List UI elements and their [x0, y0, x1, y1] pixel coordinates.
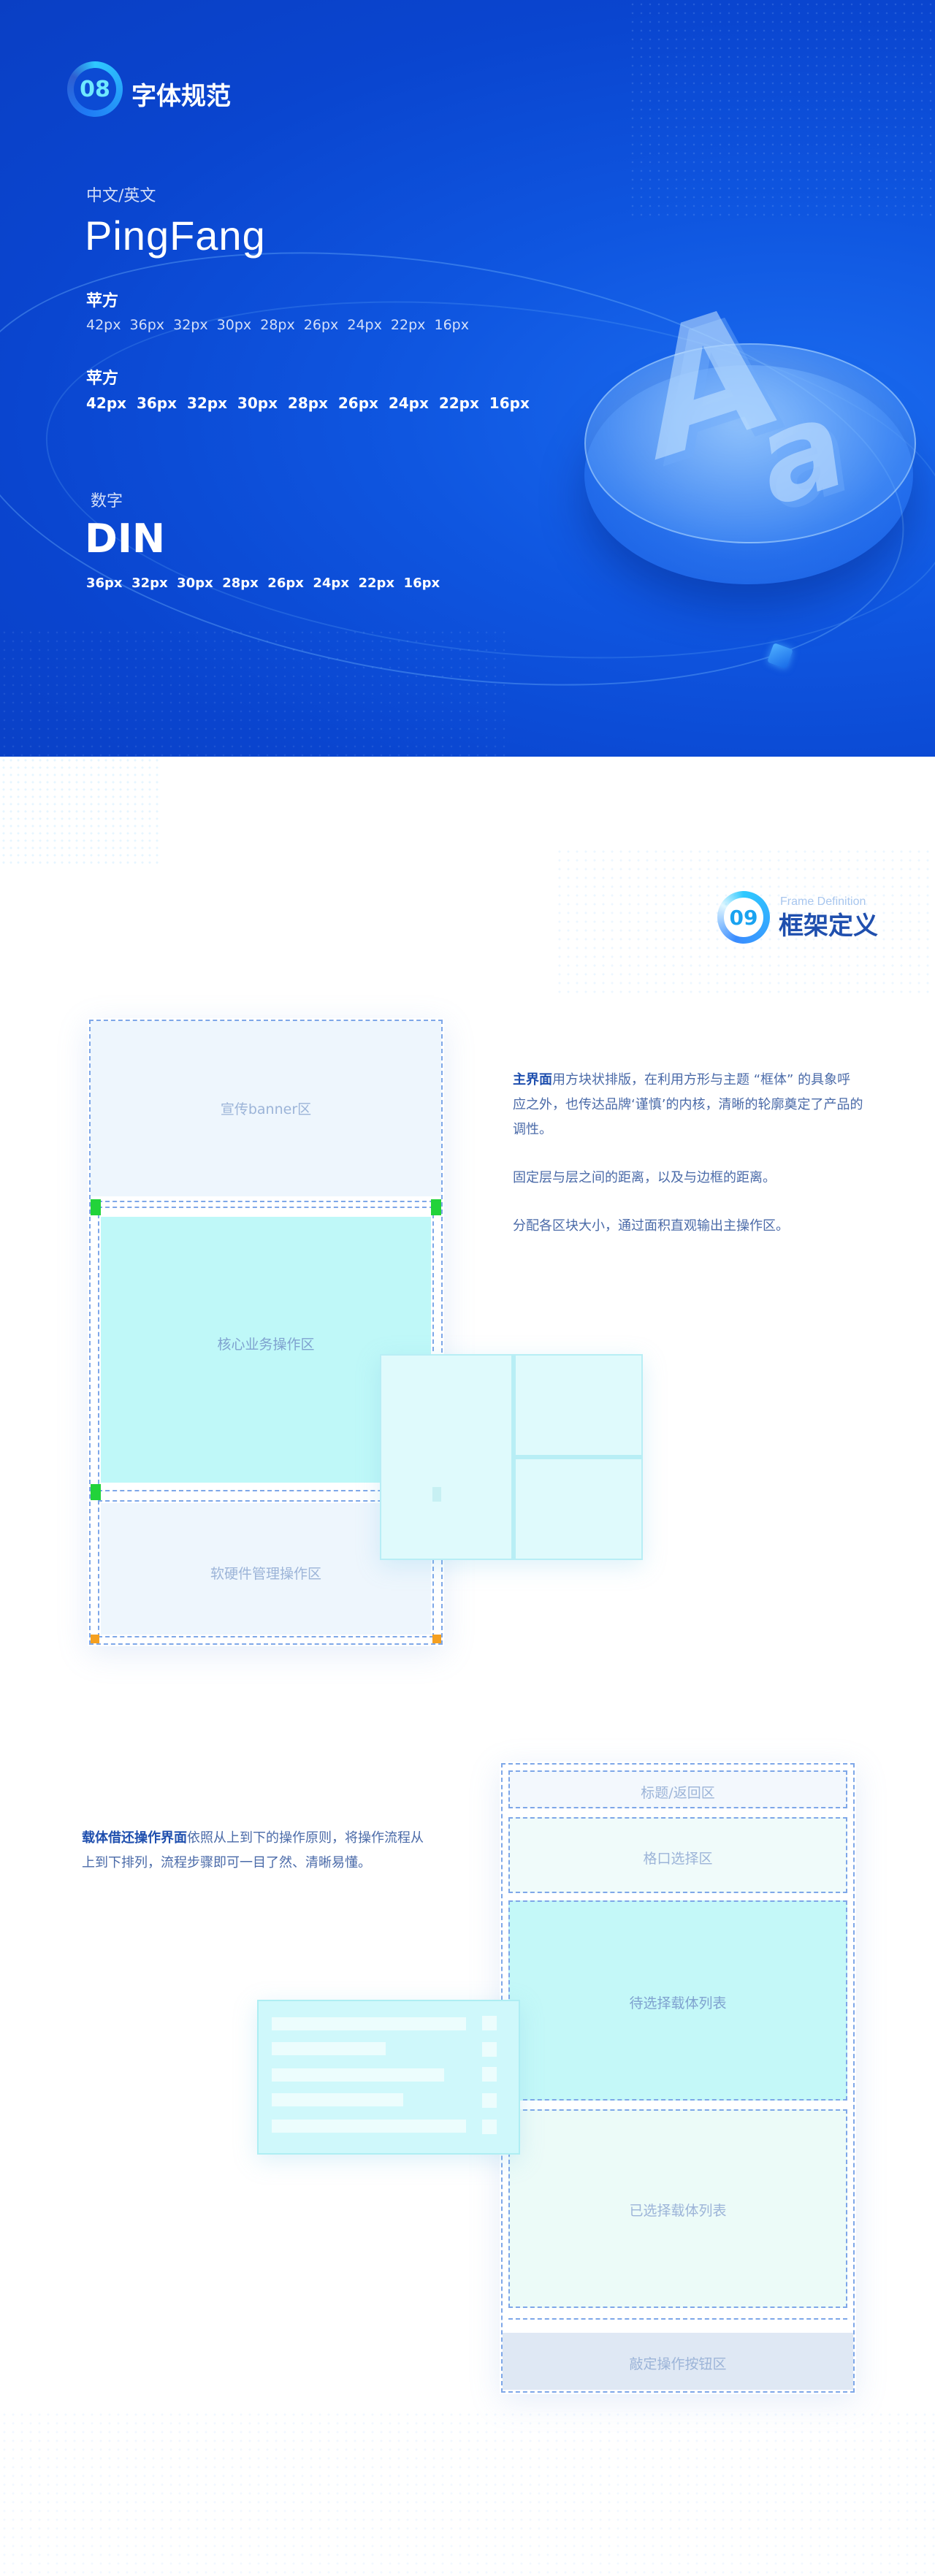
- tile-divider: [511, 1356, 516, 1559]
- checkbox-icon: [482, 2120, 497, 2134]
- hw-zone: [101, 1503, 431, 1635]
- main-frame-description: 主界面用方块状排版，在利用方形与主题 “框体” 的具象呼应之外，也传达品牌‘谨慎…: [513, 1068, 863, 1239]
- desc-paragraph: 固定层与层之间的距离，以及与边框的距离。: [513, 1170, 776, 1185]
- spacing-marker: [91, 1199, 101, 1215]
- dot-pattern: [0, 2410, 935, 2576]
- checkbox-icon: [482, 2067, 497, 2082]
- title-zone: [508, 1770, 847, 1808]
- frame-outline: [89, 1020, 443, 1645]
- digit-font-name: DIN: [85, 516, 166, 562]
- list-row-bar: [272, 2068, 444, 2082]
- pending-zone: [508, 1900, 847, 2101]
- pending-zone-label: 待选择载体列表: [629, 1995, 727, 2011]
- spacing-marker: [431, 1199, 441, 1215]
- checkbox-icon: [482, 2093, 497, 2108]
- font-name: PingFang: [85, 213, 266, 259]
- core-zone-outline: [98, 1207, 434, 1491]
- illustration-plate-top: [584, 343, 916, 543]
- divider: [508, 2318, 847, 2320]
- section-number: 08: [74, 68, 116, 110]
- core-zone-label: 核心业务操作区: [217, 1337, 315, 1353]
- desc-paragraph: 主界面用方块状排版，在利用方形与主题 “框体” 的具象呼应之外，也传达品牌‘谨慎…: [513, 1068, 863, 1142]
- list-row-bar: [272, 2017, 466, 2030]
- section-badge: 09: [717, 891, 770, 944]
- section-badge: 08: [67, 61, 123, 117]
- tile-layout-diagram: [380, 1354, 643, 1560]
- tile-divider: [516, 1455, 641, 1459]
- title-zone-label: 标题/返回区: [641, 1785, 715, 1801]
- section-number: 09: [724, 898, 763, 937]
- checkbox-icon: [482, 2042, 497, 2057]
- section-subtitle: Frame Definition: [780, 895, 866, 908]
- dot-pattern: [0, 757, 161, 866]
- dot-pattern: [0, 628, 511, 757]
- font-group-name: 苹方: [86, 370, 119, 388]
- banner-zone: [91, 1021, 441, 1196]
- desc-paragraph: 分配各区块大小，通过面积直观输出主操作区。: [513, 1218, 789, 1234]
- cn-en-label: 中文/英文: [86, 187, 156, 205]
- divider: [98, 1201, 434, 1202]
- tile-marker: [432, 1487, 441, 1502]
- slot-zone-label: 格口选择区: [643, 1851, 713, 1867]
- selected-zone-label: 已选择载体列表: [629, 2203, 727, 2219]
- corner-marker: [432, 1635, 441, 1643]
- checkbox-icon: [482, 2016, 497, 2030]
- core-zone: [101, 1217, 431, 1483]
- section-title: 字体规范: [131, 82, 231, 111]
- borrow-return-frame-diagram: 标题/返回区 格口选择区 待选择载体列表 已选择载体列表 敲定操作按钮区: [500, 1762, 856, 2394]
- font-sizes-list: 42px 36px 32px 30px 28px 26px 24px 22px …: [86, 394, 530, 412]
- list-card-diagram: [257, 2000, 520, 2155]
- hw-zone-label: 软硬件管理操作区: [210, 1566, 321, 1582]
- selected-zone: [508, 2109, 847, 2308]
- desc-keyword: 主界面: [513, 1072, 552, 1088]
- hw-zone-outline: [98, 1500, 434, 1637]
- desc-text: 用方块状排版，在利用方形与主题 “框体” 的具象呼应之外，也传达品牌‘谨慎’的内…: [513, 1072, 863, 1137]
- desc-text: 依照从上到下的操作原则，将操作流程从上到下排列，流程步骤即可一目了然、清晰易懂。: [82, 1830, 424, 1870]
- list-row-bar: [272, 2120, 466, 2133]
- borrow-return-description: 载体借还操作界面依照从上到下的操作原则，将操作流程从上到下排列，流程步骤即可一目…: [82, 1826, 424, 1876]
- banner-zone-label: 宣传banner区: [220, 1101, 312, 1117]
- corner-marker: [91, 1635, 99, 1643]
- section-title: 框架定义: [779, 911, 878, 941]
- list-row-bar: [272, 2042, 386, 2055]
- main-frame-diagram: 宣传banner区 核心业务操作区 软硬件管理操作区: [88, 1018, 444, 1646]
- confirm-zone: [503, 2333, 853, 2390]
- glyph-A-icon: A: [632, 264, 784, 501]
- dot-pattern: [628, 0, 935, 219]
- list-row-bar: [272, 2093, 403, 2106]
- digit-label: 数字: [91, 492, 123, 511]
- confirm-zone-label: 敲定操作按钮区: [629, 2356, 727, 2372]
- font-group-name: 苹方: [86, 292, 119, 310]
- digit-sizes-list: 36px 32px 30px 28px 26px 24px 22px 16px: [86, 576, 440, 591]
- desc-keyword: 载体借还操作界面: [82, 1830, 187, 1846]
- font-sizes-list: 42px 36px 32px 30px 28px 26px 24px 22px …: [86, 317, 469, 333]
- font-spec-section: 08 字体规范 中文/英文 PingFang 苹方 42px 36px 32px…: [0, 0, 935, 757]
- spacing-marker: [91, 1484, 101, 1500]
- slot-zone: [508, 1817, 847, 1893]
